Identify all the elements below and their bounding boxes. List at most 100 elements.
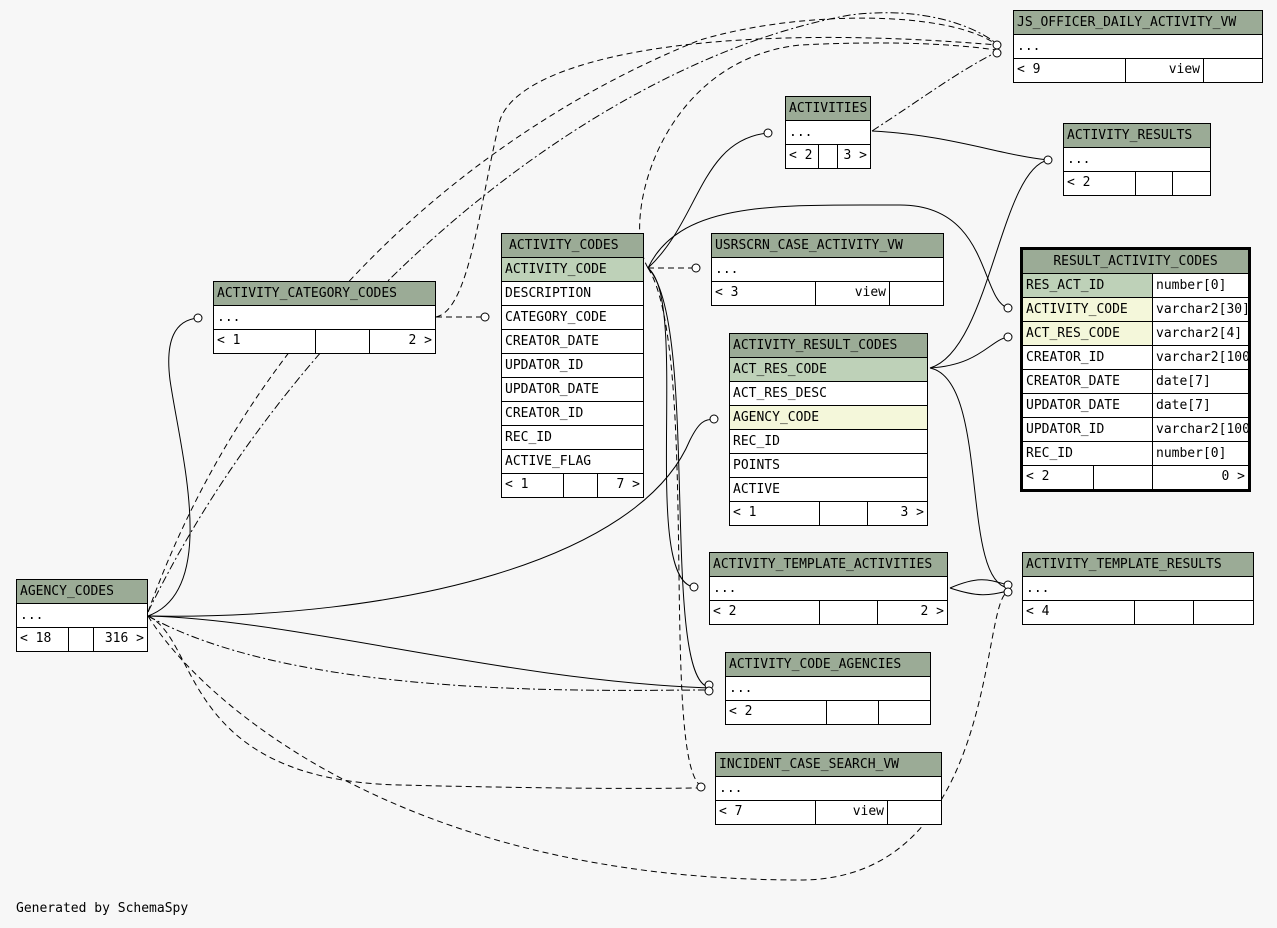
table-activities[interactable]: ACTIVITIES ... < 2 3 >: [785, 96, 871, 169]
table-title: AGENCY_CODES: [17, 580, 147, 604]
meta-parents: < 1: [730, 502, 820, 525]
table-activity-category-codes[interactable]: ACTIVITY_CATEGORY_CODES ... < 1 2 >: [213, 281, 436, 354]
columns-ellipsis: ...: [1064, 148, 1210, 172]
column-category-code: CATEGORY_CODE: [502, 306, 643, 330]
meta-parents: < 2: [710, 601, 820, 624]
column-rec-id: REC_ID: [730, 430, 927, 454]
rel-agency-codes-category-dash: [435, 36, 998, 318]
table-meta: < 9 view: [1014, 59, 1262, 82]
meta-type: [564, 474, 598, 497]
column-type: varchar2[100]: [1156, 422, 1248, 437]
table-activity-codes[interactable]: ACTIVITY_CODES ACTIVITY_CODE DESCRIPTION…: [501, 233, 644, 498]
connector-circle: [992, 48, 1002, 58]
meta-parents: < 2: [726, 701, 827, 724]
rel-agency-codes-incident-case: [147, 615, 702, 789]
table-title: USRSCRN_CASE_ACTIVITY_VW: [712, 234, 943, 258]
rel-activity-codes-template-activities: [647, 267, 695, 588]
table-agency-codes[interactable]: AGENCY_CODES ... < 18 316 >: [16, 579, 148, 652]
meta-parents: < 3: [712, 282, 816, 305]
table-title: ACTIVITY_CODES: [502, 234, 643, 258]
column-name: CREATOR_ID: [1023, 346, 1153, 369]
table-activity-template-activities[interactable]: ACTIVITY_TEMPLATE_ACTIVITIES ... < 2 2 >: [709, 552, 948, 625]
columns-ellipsis: ...: [712, 258, 943, 282]
meta-type: view: [816, 801, 888, 824]
rel-activity-codes-code-agencies: [647, 267, 710, 688]
table-activity-template-results[interactable]: ACTIVITY_TEMPLATE_RESULTS ... < 4: [1022, 552, 1254, 625]
connector-circle: [1003, 332, 1013, 342]
connector-circle: [480, 312, 490, 322]
column-name: CREATOR_DATE: [1023, 370, 1153, 393]
meta-type: [820, 502, 868, 525]
rel-agency-codes-template-results: [147, 591, 1009, 881]
generated-by-footer: Generated by SchemaSpy: [16, 901, 189, 916]
meta-children: [1194, 601, 1253, 624]
table-meta: < 1 3 >: [730, 502, 927, 525]
table-meta: < 7 view: [716, 801, 941, 824]
connector-circle: [763, 128, 773, 138]
meta-parents: < 2: [786, 145, 819, 168]
rel-activity-codes-js-officer: [639, 42, 998, 269]
column-type: varchar2[30]: [1156, 302, 1248, 317]
meta-children: 0 >: [1221, 469, 1245, 484]
rel-activities-activity-results: [871, 130, 1049, 161]
column-type: date[7]: [1156, 374, 1211, 389]
table-title: ACTIVITY_TEMPLATE_RESULTS: [1023, 553, 1253, 577]
rel-agency-codes-code-agencies: [147, 615, 710, 689]
rel-agency-codes-js-officer: [147, 17, 998, 613]
rel-template-results-template-activities: [949, 587, 1009, 596]
column-creator-date: CREATOR_DATE date[7]: [1023, 370, 1248, 394]
table-meta: < 18 316 >: [17, 628, 147, 651]
columns-ellipsis: ...: [726, 677, 930, 701]
rel-activity-result-codes-result-activity-codes: [929, 336, 1009, 369]
meta-type: [1094, 466, 1153, 489]
meta-children: [890, 282, 943, 305]
table-activity-result-codes[interactable]: ACTIVITY_RESULT_CODES ACT_RES_CODE ACT_R…: [729, 333, 928, 526]
column-activity-code: ACTIVITY_CODE varchar2[30]: [1023, 298, 1248, 322]
connector-circle: [1003, 587, 1013, 597]
column-act-res-code: ACT_RES_CODE: [730, 358, 927, 382]
connector-circle: [1043, 155, 1053, 165]
table-activity-results[interactable]: ACTIVITY_RESULTS ... < 2: [1063, 123, 1211, 196]
table-result-activity-codes[interactable]: RESULT_ACTIVITY_CODES RES_ACT_ID number[…: [1020, 247, 1251, 492]
columns-ellipsis: ...: [17, 604, 147, 628]
table-meta: < 3 view: [712, 282, 943, 305]
rel-activity-result-codes-template-results: [929, 367, 1009, 589]
rel-agency-codes-activity-result-codes: [147, 418, 715, 617]
column-updator-id: UPDATOR_ID: [502, 354, 643, 378]
meta-parents: < 1: [502, 474, 564, 497]
table-js-officer-daily-activity-vw[interactable]: JS_OFFICER_DAILY_ACTIVITY_VW ... < 9 vie…: [1013, 10, 1263, 83]
table-title: ACTIVITY_RESULT_CODES: [730, 334, 927, 358]
meta-type: [819, 145, 838, 168]
table-meta: < 2 0 >: [1023, 466, 1248, 489]
table-usrscrn-case-activity-vw[interactable]: USRSCRN_CASE_ACTIVITY_VW ... < 3 view: [711, 233, 944, 306]
meta-type: view: [816, 282, 890, 305]
column-act-res-code: ACT_RES_CODE varchar2[4]: [1023, 322, 1248, 346]
rel-agency-codes-code-agencies-dashdot: [147, 615, 710, 691]
meta-parents: < 2: [1023, 466, 1094, 489]
column-creator-date: CREATOR_DATE: [502, 330, 643, 354]
column-name: UPDATOR_DATE: [1023, 394, 1153, 417]
column-name: ACTIVITY_CODE: [1023, 298, 1153, 321]
columns-ellipsis: ...: [716, 777, 941, 801]
column-creator-id: CREATOR_ID: [502, 402, 643, 426]
column-type: date[7]: [1156, 398, 1211, 413]
column-name: ACT_RES_CODE: [1023, 322, 1153, 345]
column-name: REC_ID: [1023, 442, 1153, 465]
table-meta: < 2: [1064, 172, 1210, 195]
connector-circle: [992, 40, 1002, 50]
column-res-act-id: RES_ACT_ID number[0]: [1023, 274, 1248, 298]
meta-parents: < 7: [716, 801, 816, 824]
rel-activity-codes-activities: [647, 132, 769, 269]
rel-activities-js-officer: [871, 51, 998, 132]
table-incident-case-search-vw[interactable]: INCIDENT_CASE_SEARCH_VW ... < 7 view: [715, 752, 942, 825]
table-title: ACTIVITY_RESULTS: [1064, 124, 1210, 148]
meta-type: [1135, 601, 1194, 624]
table-meta: < 1 7 >: [502, 474, 643, 497]
table-meta: < 1 2 >: [214, 330, 435, 353]
table-title: INCIDENT_CASE_SEARCH_VW: [716, 753, 941, 777]
column-active: ACTIVE: [730, 478, 927, 502]
table-activity-code-agencies[interactable]: ACTIVITY_CODE_AGENCIES ... < 2: [725, 652, 931, 725]
table-meta: < 2 3 >: [786, 145, 870, 168]
column-rec-id: REC_ID number[0]: [1023, 442, 1248, 466]
